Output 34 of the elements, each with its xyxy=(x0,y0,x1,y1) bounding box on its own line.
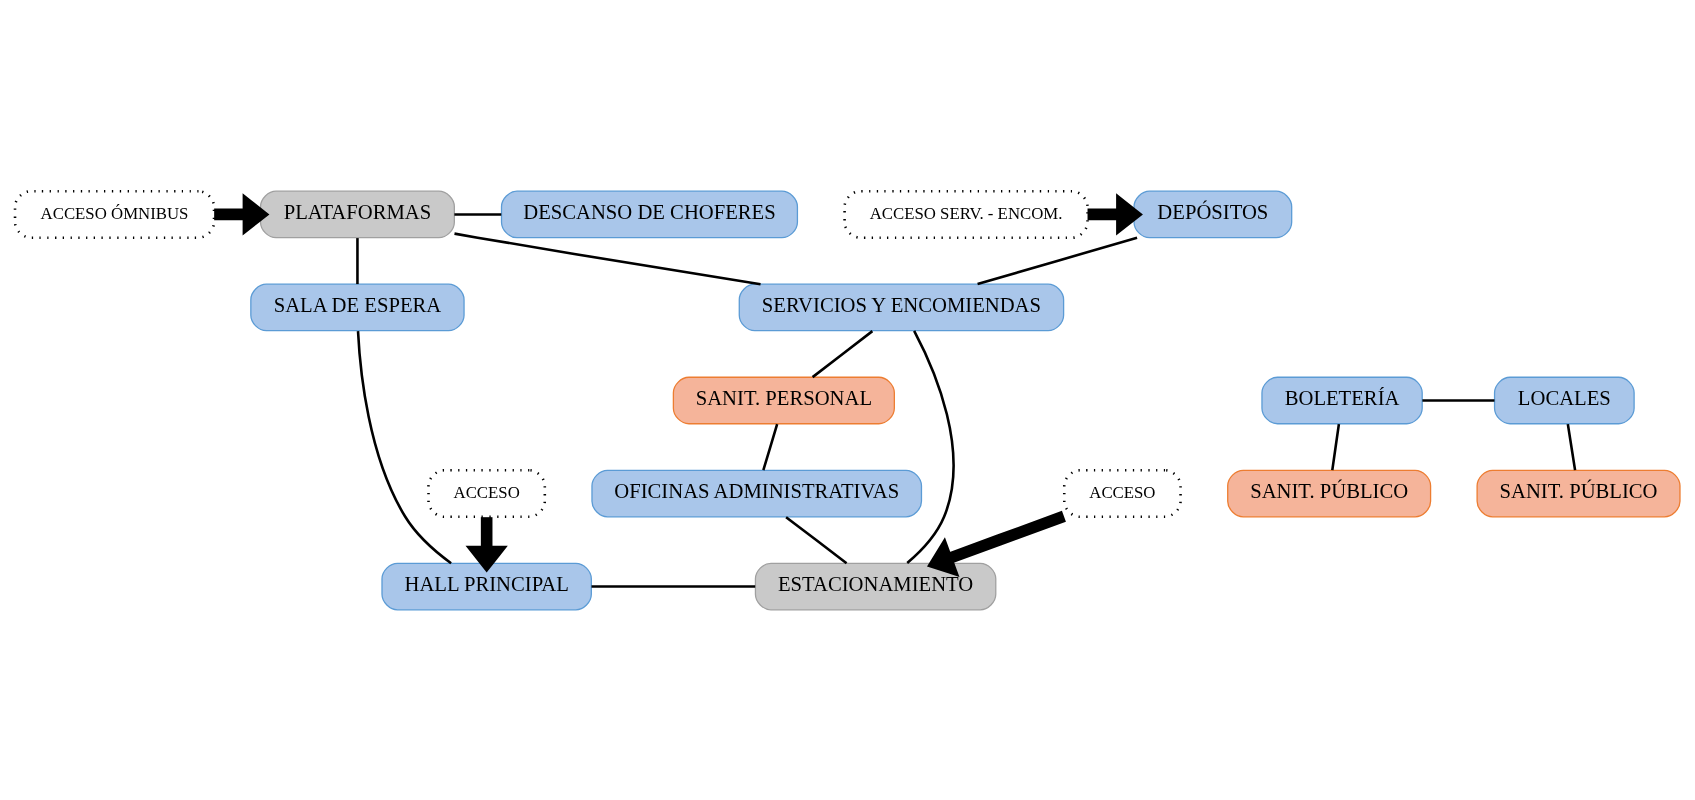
node-box: OFICINAS ADMINISTRATIVAS xyxy=(591,469,923,517)
node-box: HALL PRINCIPAL xyxy=(381,562,592,610)
node-box: ACCESO xyxy=(1062,468,1182,518)
node-box: ESTACIONAMIENTO xyxy=(754,562,997,610)
connector xyxy=(1422,398,1495,402)
connector xyxy=(785,515,848,564)
arrow xyxy=(465,516,508,573)
connector xyxy=(762,423,779,471)
node-box: BOLETERÍA xyxy=(1261,376,1423,424)
node-box: DEPÓSITOS xyxy=(1133,190,1293,238)
connector xyxy=(454,231,761,285)
node-box: ACCESO xyxy=(427,468,547,518)
node-box: DESCANSO DE CHOFERES xyxy=(500,190,799,238)
connector xyxy=(454,212,502,216)
node-box: SANIT. PERSONAL xyxy=(672,376,895,424)
node-box: ACCESO ÓMNIBUS xyxy=(13,189,216,239)
node-box: ACCESO SERV. - ENCOM. xyxy=(843,189,1089,239)
connector xyxy=(1331,423,1341,470)
connector xyxy=(356,237,359,284)
arrow xyxy=(1087,192,1143,236)
connector xyxy=(977,236,1138,285)
connector xyxy=(1566,423,1577,470)
connector xyxy=(811,329,874,378)
node-box: SERVICIOS Y ENCOMIENDAS xyxy=(738,283,1065,331)
connector xyxy=(356,330,452,564)
node-box: PLATAFORMAS xyxy=(259,190,455,238)
node-box: SALA DE ESPERA xyxy=(250,283,465,331)
arrow xyxy=(927,510,1066,577)
node-box: LOCALES xyxy=(1493,376,1635,424)
node-box: SANIT. PÚBLICO xyxy=(1227,469,1432,517)
node-box: SANIT. PÚBLICO xyxy=(1476,469,1681,517)
arrow xyxy=(214,192,270,236)
connector xyxy=(906,329,955,564)
connector xyxy=(591,584,756,588)
